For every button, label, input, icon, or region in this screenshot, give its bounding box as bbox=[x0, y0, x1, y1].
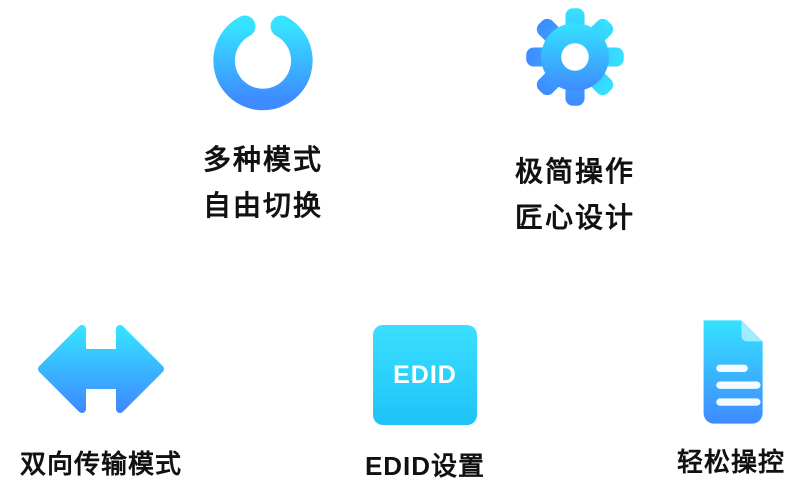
gear-icon bbox=[519, 4, 631, 110]
double-arrow-icon bbox=[36, 306, 166, 432]
feature-design: 极简操作 匠心设计 bbox=[490, 4, 660, 236]
feature-title-line1: 极简操作 bbox=[514, 156, 635, 187]
edid-chip-icon: EDID bbox=[373, 325, 477, 425]
power-icon bbox=[205, 8, 321, 116]
feature-multi-mode: 多种模式 自由切换 bbox=[178, 8, 348, 224]
feature-label: 轻松操控 bbox=[676, 447, 785, 477]
feature-title-line2: 自由切换 bbox=[202, 190, 323, 221]
feature-label: EDID设置 bbox=[364, 451, 486, 481]
feature-title-line2: 匠心设计 bbox=[514, 202, 635, 233]
feature-transfer: 双向传输模式 bbox=[18, 306, 184, 480]
feature-title-line1: 多种模式 bbox=[202, 144, 323, 175]
feature-edid: EDID EDID设置 bbox=[355, 325, 495, 482]
document-icon bbox=[676, 314, 786, 430]
feature-label: 双向传输模式 bbox=[19, 449, 182, 479]
feature-control: 轻松操控 bbox=[658, 314, 804, 478]
